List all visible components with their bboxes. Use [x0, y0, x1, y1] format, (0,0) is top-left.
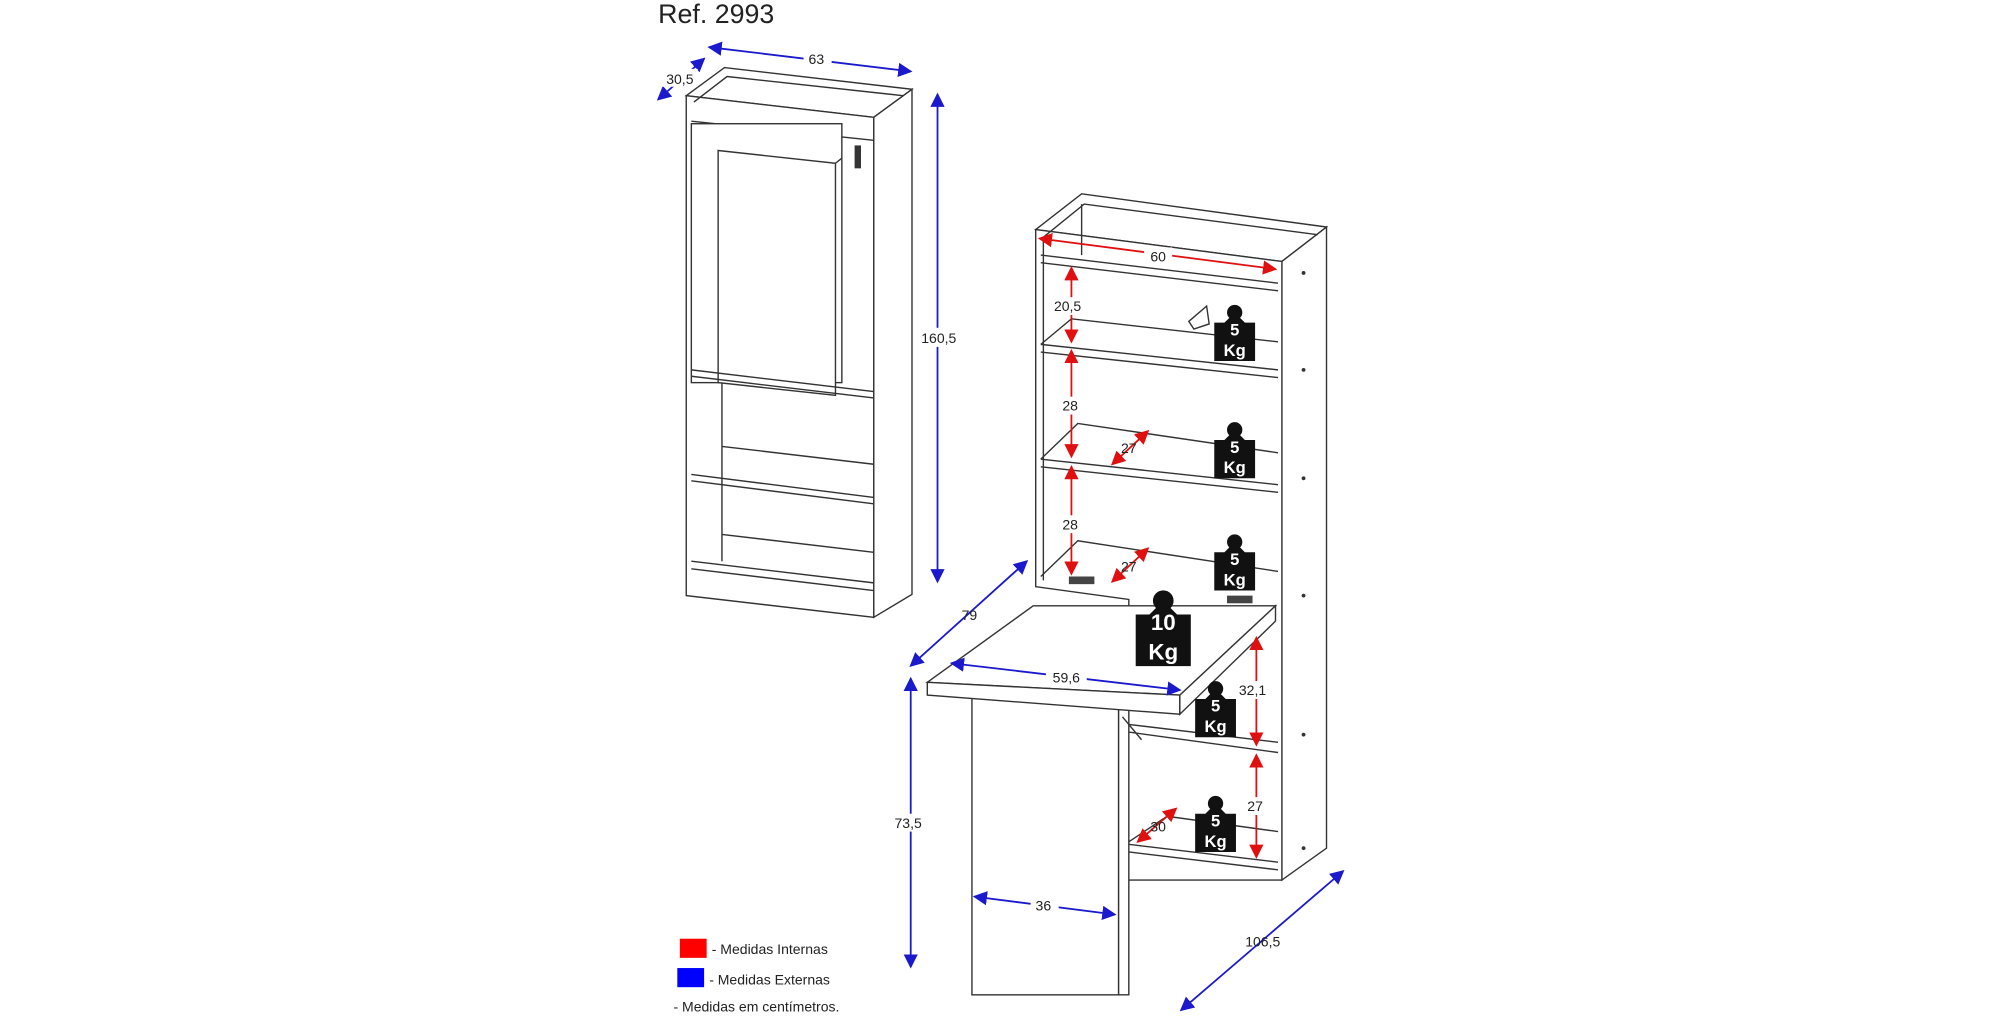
dim-gap-1: 28	[1062, 398, 1078, 414]
dim-width: 63	[809, 51, 825, 67]
dim-lower-gap-2: 27	[1247, 798, 1263, 814]
dim-lower-depth: 30	[1150, 819, 1166, 835]
svg-text:5: 5	[1230, 320, 1239, 339]
dim-depth: 30,5	[666, 71, 693, 87]
svg-text:Kg: Kg	[1224, 458, 1246, 477]
legend-swatch-external	[677, 968, 705, 988]
dim-height: 160,5	[921, 330, 956, 346]
weight-icon: 5Kg	[1214, 422, 1256, 479]
closed-cabinet	[684, 66, 914, 619]
svg-text:5: 5	[1211, 811, 1220, 830]
dim-shelf-depth-2: 27	[1121, 558, 1137, 574]
reference-title: Ref. 2993	[658, 0, 774, 29]
svg-text:Kg: Kg	[1224, 570, 1246, 589]
legend-note: - Medidas em centímetros.	[673, 998, 839, 1014]
svg-text:Kg: Kg	[1224, 341, 1246, 360]
svg-text:5: 5	[1211, 697, 1220, 716]
dim-shelf-depth-1: 27	[1121, 440, 1137, 456]
legend: - Medidas Internas - Medidas Externas - …	[673, 938, 839, 1014]
dim-desk-width: 59,6	[1053, 669, 1080, 685]
dim-gap-2: 28	[1062, 516, 1078, 532]
legend-swatch-internal	[679, 938, 707, 958]
weight-icon: 5Kg	[1195, 681, 1236, 738]
dim-desk-depth: 79	[962, 607, 978, 623]
svg-text:Kg: Kg	[1204, 832, 1226, 851]
weight-icon: 5Kg	[1214, 534, 1256, 591]
legend-external: - Medidas Externas	[709, 972, 830, 988]
dim-leg-width: 36	[1036, 898, 1052, 914]
weight-icon: 5Kg	[1195, 795, 1236, 852]
svg-text:Kg: Kg	[1148, 639, 1178, 664]
dim-desk-height: 73,5	[895, 815, 922, 831]
svg-text:10: 10	[1151, 610, 1176, 635]
svg-text:5: 5	[1230, 550, 1239, 569]
legend-internal: - Medidas Internas	[712, 941, 828, 957]
svg-text:Kg: Kg	[1204, 717, 1226, 736]
dim-inner-width: 60	[1150, 248, 1166, 264]
dim-top-gap: 20,5	[1054, 298, 1081, 314]
dim-total-depth: 106,5	[1245, 933, 1280, 949]
svg-text:5: 5	[1230, 438, 1239, 457]
dim-lower-gap-1: 32,1	[1239, 682, 1266, 698]
weight-icon: 5Kg	[1214, 304, 1256, 361]
